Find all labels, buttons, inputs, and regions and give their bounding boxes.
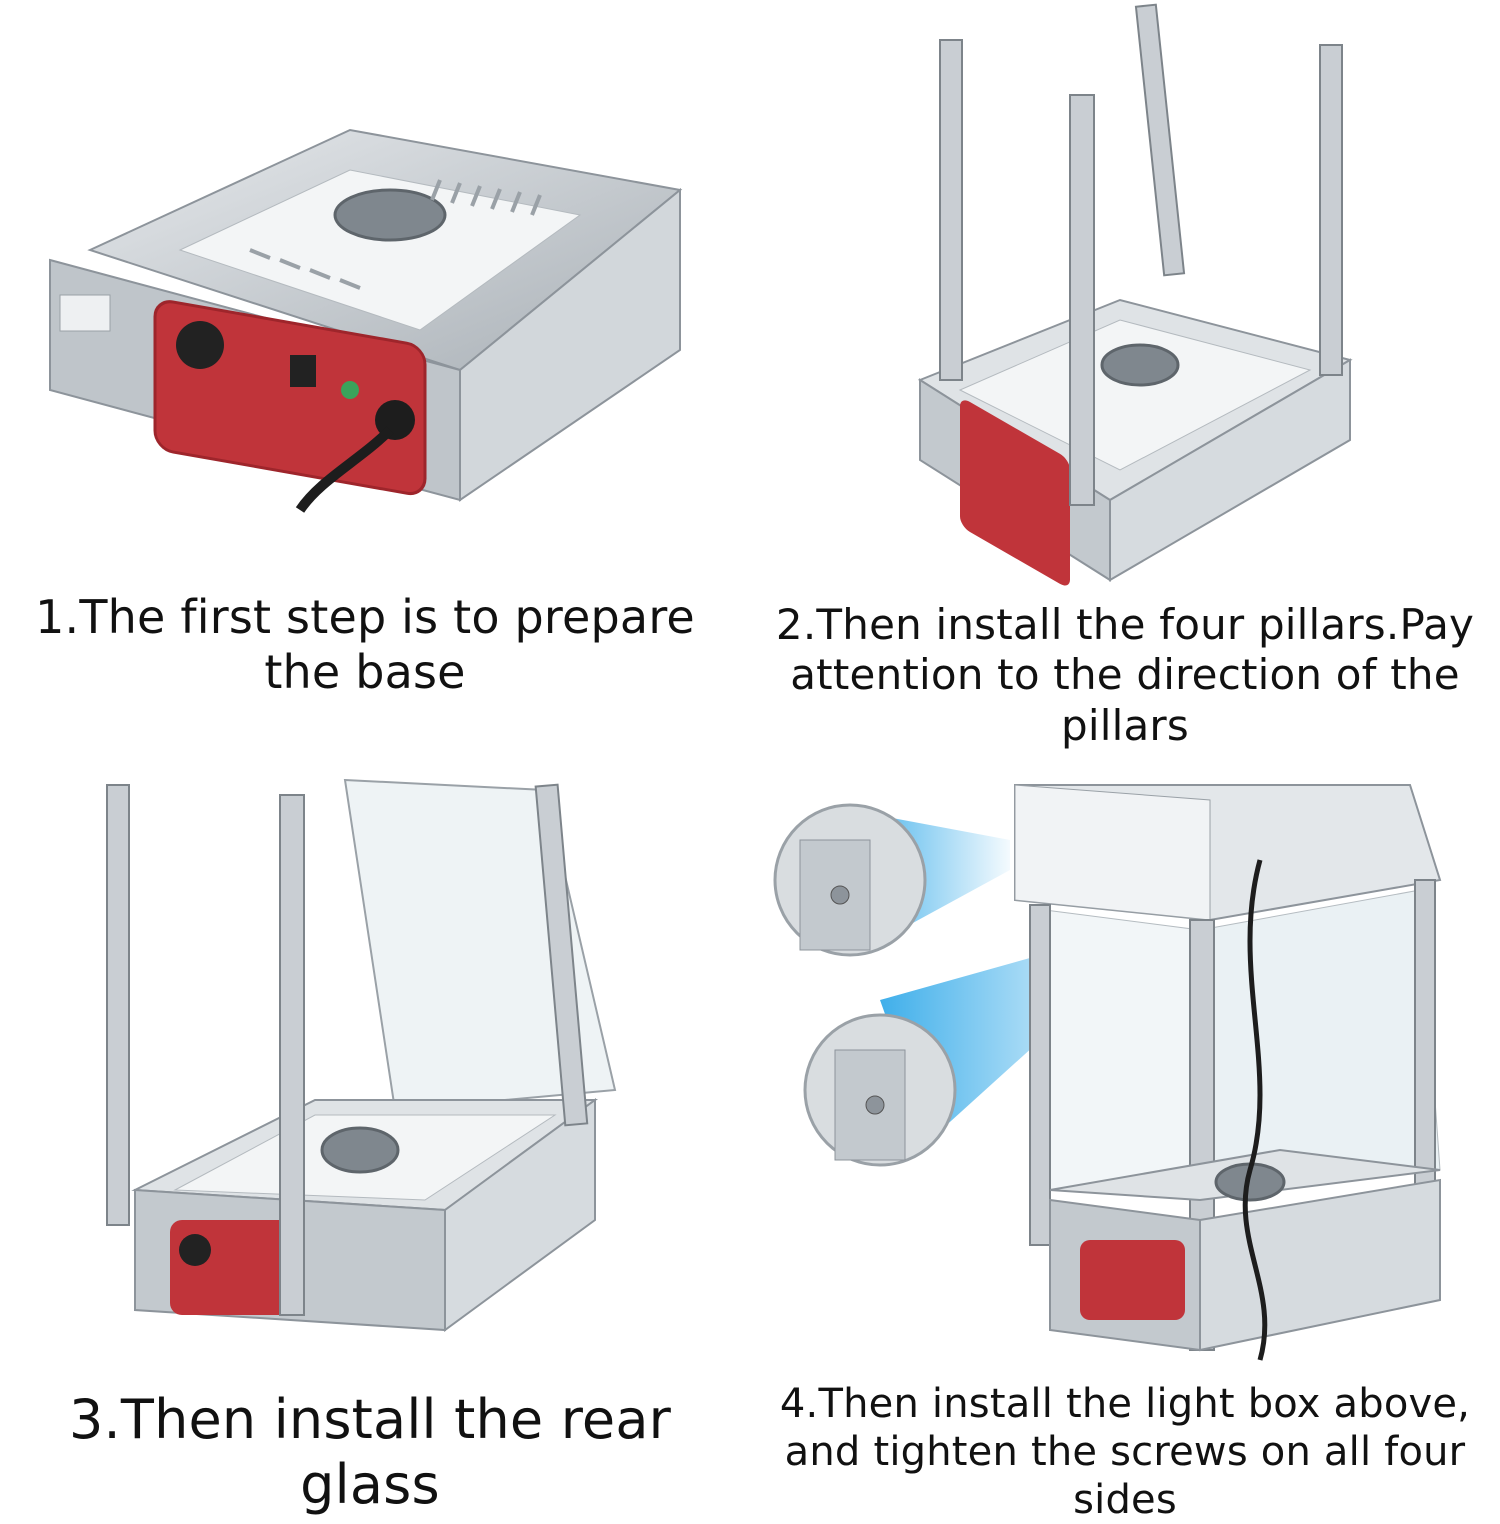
step-1-caption: 1.The first step is to prepare the base	[35, 590, 695, 700]
power-indicator	[341, 381, 359, 399]
step-1-panel: 1.The first step is to prepare the base	[0, 0, 740, 720]
pillar	[1414, 879, 1436, 1211]
step-2-panel: 2.Then install the four pillars.Pay atte…	[750, 0, 1500, 750]
step-2-photo	[917, 3, 1353, 586]
control-panel	[960, 400, 1070, 586]
step-3-panel: 3.Then install the rear glass	[0, 740, 740, 1516]
pillar	[1134, 3, 1186, 277]
step-1-photo	[49, 128, 683, 513]
power-switch	[290, 355, 316, 387]
control-panel	[1080, 1240, 1185, 1320]
pillar	[279, 794, 305, 1316]
pillar	[534, 783, 589, 1127]
pillar	[939, 39, 963, 381]
screw-icon	[865, 1095, 885, 1115]
step-3-caption: 3.Then install the rear glass	[68, 1388, 672, 1516]
step-4-caption: 4.Then install the light box above, and …	[779, 1381, 1471, 1523]
step-2-caption: 2.Then install the four pillars.Pay atte…	[775, 600, 1475, 750]
step-3-photo	[106, 778, 617, 1332]
pillar	[1319, 44, 1343, 376]
pillar	[1069, 94, 1095, 506]
zoom-detail-lower	[803, 1013, 957, 1167]
step-4-photo	[773, 784, 1442, 1361]
pillar	[106, 784, 130, 1226]
step-4-panel: 4.Then install the light box above, and …	[750, 740, 1500, 1523]
zoom-detail-upper	[773, 803, 927, 957]
pillar	[1029, 904, 1051, 1246]
thermostat-knob	[176, 321, 224, 369]
power-cord	[1242, 859, 1268, 1361]
screw-icon	[830, 885, 850, 905]
